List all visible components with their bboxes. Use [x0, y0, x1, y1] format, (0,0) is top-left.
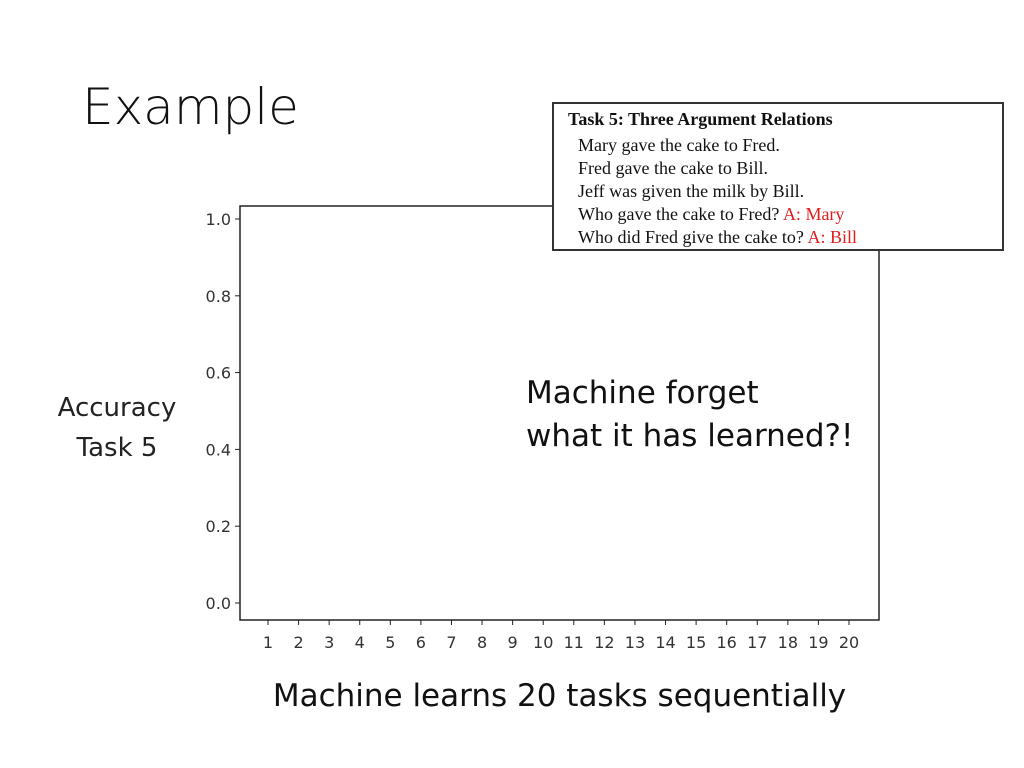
- x-tick-label: 3: [324, 633, 334, 652]
- y-caption-line-2: Task 5: [76, 433, 158, 463]
- forgetting-callout: Machine forget what it has learned?!: [526, 372, 853, 458]
- x-tick-label: 10: [533, 633, 553, 652]
- x-tick-label: 4: [355, 633, 365, 652]
- x-tick-label: 14: [655, 633, 675, 652]
- x-tick-label: 12: [594, 633, 614, 652]
- task-line-text: Who gave the cake to Fred?: [578, 204, 780, 224]
- y-tick-label: 0.6: [206, 364, 231, 383]
- y-tick-label: 0.4: [206, 440, 231, 459]
- y-tick-label: 1.0: [206, 210, 231, 229]
- x-tick-label: 18: [778, 633, 798, 652]
- task-line: Jeff was given the milk by Bill.: [578, 181, 804, 202]
- x-tick-label: 16: [717, 633, 737, 652]
- task-line: Mary gave the cake to Fred.: [578, 135, 780, 156]
- task-line-text: Jeff was given the milk by Bill.: [578, 181, 805, 201]
- x-tick-label: 15: [686, 633, 706, 652]
- y-axis: 0.0 0.2 0.4 0.6 0.8 1.0: [206, 210, 240, 613]
- y-tick-label: 0.8: [206, 287, 231, 306]
- y-caption-line-1: Accuracy: [57, 393, 177, 423]
- x-axis-caption: Machine learns 20 tasks sequentially: [272, 678, 847, 714]
- x-tick-label: 20: [839, 633, 859, 652]
- x-tick-label: 8: [477, 633, 487, 652]
- x-tick-label: 11: [564, 633, 584, 652]
- x-tick-label: 17: [747, 633, 767, 652]
- task-answer: A: Bill: [807, 227, 857, 247]
- callout-line-2: what it has learned?!: [526, 418, 854, 454]
- x-tick-label: 5: [385, 633, 395, 652]
- y-axis-caption: Accuracy Task 5: [50, 388, 184, 468]
- x-tick-label: 19: [808, 633, 828, 652]
- slide-title: Example: [82, 78, 299, 136]
- task-line-text: Who did Fred give the cake to?: [578, 227, 804, 247]
- task-question: Who did Fred give the cake to? A: Bill: [578, 227, 857, 248]
- task-line: Fred gave the cake to Bill.: [578, 158, 768, 179]
- task-line-text: Mary gave the cake to Fred.: [578, 135, 780, 155]
- task-line-text: Fred gave the cake to Bill.: [578, 158, 768, 178]
- task-box-title: Task 5: Three Argument Relations: [568, 109, 833, 129]
- x-tick-label: 13: [625, 633, 645, 652]
- x-tick-label: 2: [293, 633, 303, 652]
- task-question: Who gave the cake to Fred? A: Mary: [578, 204, 844, 225]
- x-tick-label: 1: [263, 633, 273, 652]
- x-tick-label: 7: [446, 633, 456, 652]
- x-tick-label: 6: [416, 633, 426, 652]
- x-tick-label: 9: [508, 633, 518, 652]
- task-answer: A: Mary: [782, 204, 845, 224]
- y-tick-label: 0.2: [206, 517, 231, 536]
- callout-line-1: Machine forget: [526, 375, 759, 411]
- y-tick-label: 0.0: [206, 594, 231, 613]
- task-example-box: Task 5: Three Argument Relations Mary ga…: [552, 102, 1004, 251]
